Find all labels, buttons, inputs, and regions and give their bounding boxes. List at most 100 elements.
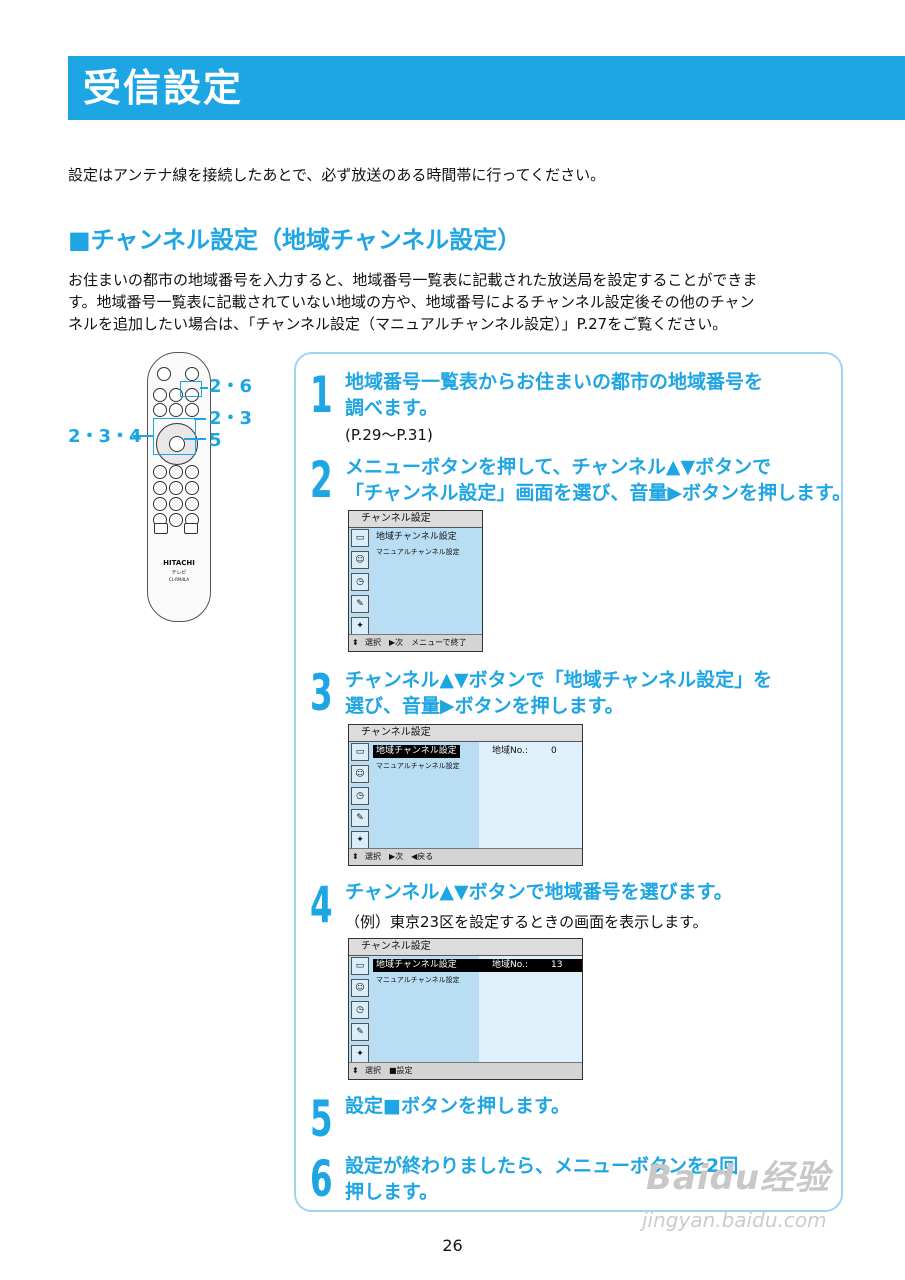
menu-item-manual-channel: マニュアルチャンネル設定: [376, 976, 460, 984]
step-number: 6: [310, 1150, 333, 1208]
tool-icon: ✎: [351, 809, 369, 827]
title-bar: [68, 56, 905, 120]
screen-title: チャンネル設定: [349, 939, 582, 956]
page-number: 26: [442, 1236, 463, 1255]
callout-line: [184, 438, 206, 440]
menu-item-manual-channel: マニュアルチャンネル設定: [376, 762, 460, 770]
updown-icon: ⬍: [352, 638, 359, 647]
intro-text: 設定はアンテナ線を接続したあとで、必ず放送のある時間帯に行ってください。: [68, 166, 606, 184]
screen-footer-text: 選択 ■設定: [365, 1066, 413, 1075]
remote-button: [185, 481, 199, 495]
clock-icon: ◷: [351, 787, 369, 805]
person-icon: ☺: [351, 765, 369, 783]
callout-2-3-4: 2・3・4: [68, 426, 142, 447]
screen-footer: ⬍ 選択 ▶次 ◀戻る: [349, 848, 582, 865]
antenna-icon: ✦: [351, 617, 369, 635]
remote-button: [153, 481, 167, 495]
clock-icon: ◷: [351, 1001, 369, 1019]
screen-icon-column: ▭ ☺ ◷ ✎ ✦: [351, 743, 369, 853]
step-text: 「チャンネル設定」画面を選び、音量▶ボタンを押します。: [345, 482, 852, 504]
remote-button: [153, 403, 167, 417]
tv-screen-menu: チャンネル設定 ▭ ☺ ◷ ✎ ✦ 地域チャンネル設定 マニュアルチャンネル設定…: [348, 510, 483, 652]
remote-button: [154, 523, 168, 534]
section-heading: ■チャンネル設定（地域チャンネル設定）: [68, 226, 522, 254]
remote-model: CL-RM4LA: [168, 577, 190, 582]
screen-footer-text: 選択 ▶次 メニューで終了: [365, 638, 467, 647]
callout-line: [194, 418, 206, 420]
watermark-logo: Baidu经验: [646, 1158, 831, 1198]
area-no-value: 0: [551, 746, 557, 756]
page-title: 受信設定: [83, 66, 244, 110]
remote-button: [169, 388, 183, 402]
step-text: 押します。: [345, 1181, 439, 1203]
screen-footer: ⬍ 選択 ■設定: [349, 1062, 582, 1079]
menu-item-area-channel: 地域チャンネル設定: [373, 745, 460, 758]
clock-icon: ◷: [351, 573, 369, 591]
callout-2-6: 2・6: [209, 376, 253, 397]
remote-brand: HITACHI: [163, 559, 195, 567]
section-paragraph-line: お住まいの都市の地域番号を入力すると、地域番号一覧表に記載された放送局を設定する…: [68, 271, 758, 289]
menu-item-area-channel: 地域チャンネル設定: [376, 532, 457, 542]
remote-button: [169, 403, 183, 417]
screen-title: チャンネル設定: [349, 511, 482, 528]
remote-button: [185, 465, 199, 479]
remote-button: [153, 388, 167, 402]
remote-button: [185, 367, 199, 381]
remote-button: [185, 497, 199, 511]
tv-screen-area-number: チャンネル設定 ▭ ☺ ◷ ✎ ✦ 地域チャンネル設定 マニュアルチャンネル設定…: [348, 938, 583, 1080]
person-icon: ☺: [351, 551, 369, 569]
screen-footer-text: 選択 ▶次 ◀戻る: [365, 852, 434, 861]
remote-button: [185, 388, 199, 402]
antenna-icon: ✦: [351, 1045, 369, 1063]
area-no-label: 地域No.:: [492, 960, 528, 970]
step-text: 地域番号一覧表からお住まいの都市の地域番号を: [345, 371, 764, 393]
picture-icon: ▭: [351, 957, 369, 975]
step-number: 5: [310, 1090, 333, 1148]
remote-button: [169, 481, 183, 495]
remote-dpad-center: [169, 436, 185, 452]
remote-button: [184, 523, 198, 534]
antenna-icon: ✦: [351, 831, 369, 849]
step-number: 3: [310, 664, 333, 722]
tool-icon: ✎: [351, 595, 369, 613]
callout-box: [180, 381, 202, 397]
screen-right-panel: [479, 742, 582, 848]
picture-icon: ▭: [351, 743, 369, 761]
step-text: メニューボタンを押して、チャンネル▲▼ボタンで: [345, 456, 772, 478]
menu-item-area-channel: 地域チャンネル設定: [373, 959, 582, 972]
remote-button: [169, 513, 183, 527]
updown-icon: ⬍: [352, 1066, 359, 1075]
remote-button: [185, 403, 199, 417]
step-text: 調べます。: [345, 397, 439, 419]
screen-title: チャンネル設定: [349, 725, 582, 742]
step-subtext: （例）東京23区を設定するときの画面を表示します。: [345, 913, 708, 931]
step-text: 選び、音量▶ボタンを押します。: [345, 695, 624, 717]
step-text: 設定■ボタンを押します。: [345, 1095, 571, 1117]
updown-icon: ⬍: [352, 852, 359, 861]
remote-button: [169, 497, 183, 511]
remote-button: [169, 465, 183, 479]
remote-control-illustration: HITACHI テレビ CL-RM4LA: [147, 352, 211, 622]
step-text: チャンネル▲▼ボタンで地域番号を選びます。: [345, 881, 733, 903]
person-icon: ☺: [351, 979, 369, 997]
remote-button: [153, 465, 167, 479]
callout-2-3: 2・3: [209, 408, 253, 429]
area-no-value: 13: [551, 960, 563, 970]
picture-icon: ▭: [351, 529, 369, 547]
screen-right-panel: [479, 956, 582, 1062]
callout-line: [200, 387, 208, 389]
remote-button: [157, 367, 171, 381]
callout-box: [153, 418, 196, 455]
remote-button: [153, 497, 167, 511]
step-subtext: (P.29〜P.31): [345, 426, 433, 444]
step-number: 4: [310, 876, 333, 934]
tool-icon: ✎: [351, 1023, 369, 1041]
area-no-label: 地域No.:: [492, 746, 528, 756]
step-number: 1: [310, 366, 333, 424]
step-number: 2: [310, 451, 333, 509]
remote-sub: テレビ: [171, 570, 187, 576]
step-text: 設定が終わりましたら、メニューボタンを2回: [345, 1155, 739, 1177]
tv-screen-area-channel: チャンネル設定 ▭ ☺ ◷ ✎ ✦ 地域チャンネル設定 マニュアルチャンネル設定…: [348, 724, 583, 866]
watermark-url: jingyan.baidu.com: [642, 1208, 827, 1232]
step-text: チャンネル▲▼ボタンで「地域チャンネル設定」を: [345, 669, 773, 691]
